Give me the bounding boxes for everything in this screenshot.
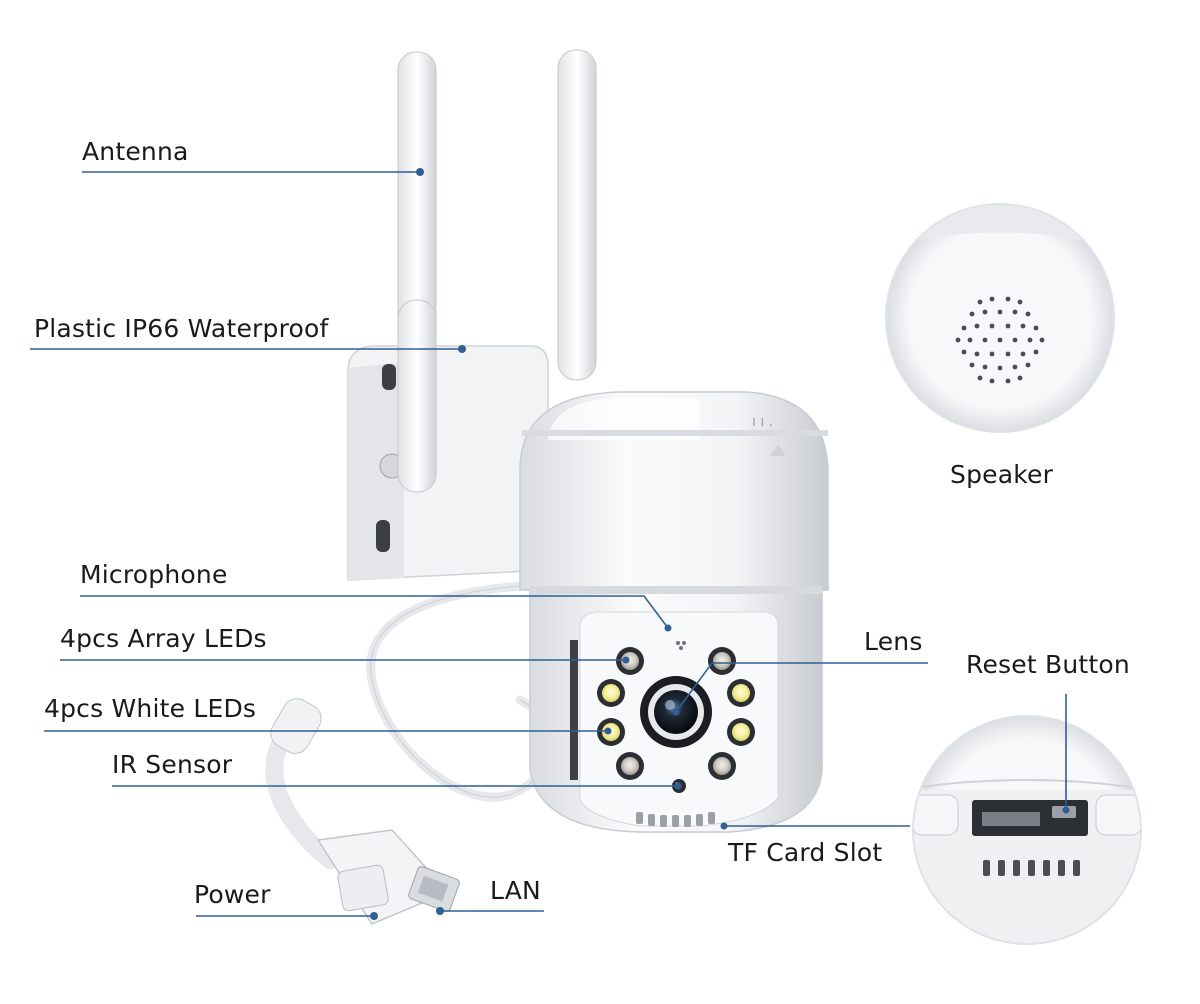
callout-tf-dot [720, 822, 728, 830]
microphone-hole [676, 641, 686, 650]
callout-lan-dot [436, 907, 444, 915]
camera-dome: ı ı . [519, 391, 829, 591]
label-microphone: Microphone [80, 560, 228, 589]
label-array-leds: 4pcs Array LEDs [60, 624, 267, 653]
speaker-grille [955, 296, 1045, 384]
label-waterproof: Plastic IP66 Waterproof [34, 314, 329, 343]
mount-bracket [347, 345, 549, 581]
callout-microphone-line [80, 595, 669, 629]
label-ir-sensor: IR Sensor [112, 750, 233, 779]
label-lens: Lens [864, 627, 923, 656]
speaker-inset [885, 203, 1115, 433]
label-lan: LAN [490, 876, 541, 905]
label-tf-card-slot: TF Card Slot [728, 838, 883, 867]
callout-array-leds-dot [622, 656, 630, 664]
label-speaker: Speaker [950, 460, 1054, 489]
callout-power-dot [370, 912, 378, 920]
callouts [30, 168, 1070, 920]
label-reset-button: Reset Button [966, 650, 1130, 679]
callout-waterproof-dot [458, 345, 466, 353]
array-leds [616, 647, 736, 780]
callout-reset-dot [1062, 806, 1070, 814]
callout-microphone-dot [664, 624, 672, 632]
callout-ir-sensor-dot [674, 782, 682, 790]
callout-antenna-dot [416, 168, 424, 176]
antenna-right [557, 49, 597, 381]
reset-tf-inset [912, 715, 1142, 945]
svg-text:ı ı .: ı ı . [752, 414, 773, 430]
white-leds [597, 679, 755, 746]
callout-lens-line [675, 662, 928, 713]
cable-connector [270, 698, 460, 925]
callout-white-leds-dot [604, 727, 612, 735]
label-antenna: Antenna [82, 137, 189, 166]
label-white-leds: 4pcs White LEDs [44, 694, 257, 723]
callout-lens-dot [672, 708, 680, 716]
label-power: Power [194, 880, 271, 909]
